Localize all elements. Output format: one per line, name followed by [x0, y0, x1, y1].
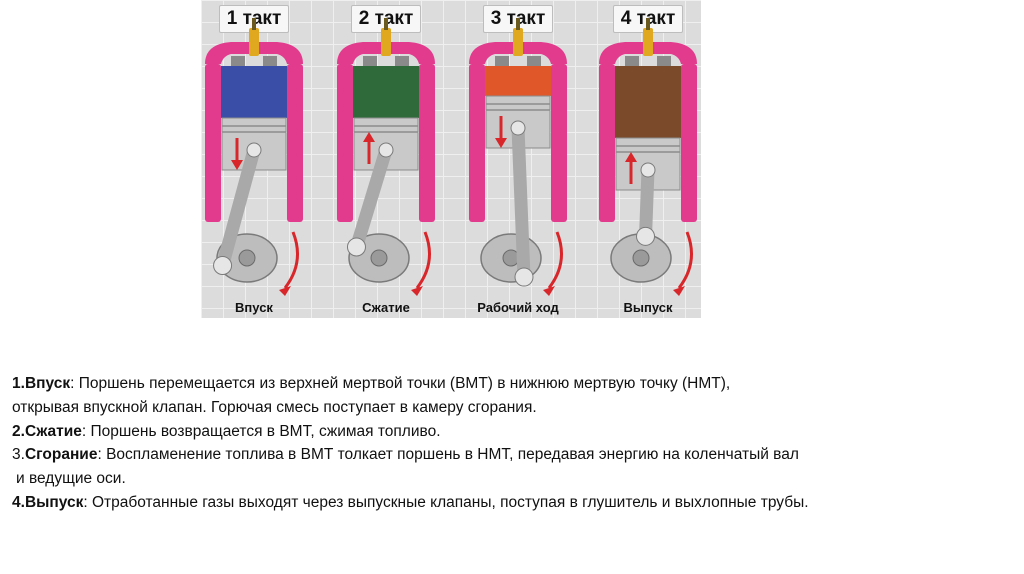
- piston-pin: [640, 162, 656, 178]
- intake-text-line2: открывая впускной клапан. Горючая смесь …: [12, 398, 537, 416]
- connecting-rod: [349, 143, 393, 254]
- compression-text: : Поршень возвращается в ВМТ, сжимая топ…: [81, 422, 441, 440]
- intake-text-line1: : Поршень перемещается из верхней мертво…: [70, 375, 731, 392]
- cylinder-wall-right: [287, 64, 303, 222]
- cylinder-illustration: [599, 18, 697, 296]
- rotation-arrow-head: [279, 286, 291, 296]
- piston-pin: [246, 142, 262, 158]
- cylinder-wall-left: [205, 64, 221, 222]
- exhaust-term: Выпуск: [24, 493, 84, 511]
- piston-pin: [378, 142, 394, 158]
- compression-term: Сжатие: [24, 422, 82, 440]
- combustion-description: 3.Сгорание: Воспламенение топлива в ВМТ …: [12, 443, 1012, 467]
- stroke-caption: Выпуск: [623, 300, 673, 315]
- crank-pin: [213, 256, 233, 276]
- rotation-arrow-head: [543, 286, 555, 296]
- spark-plug: [643, 28, 653, 56]
- intake-valve: [363, 56, 377, 66]
- crankshaft-axis: [370, 249, 388, 267]
- cylinder-illustration: [469, 18, 567, 296]
- rotation-arrow: [677, 231, 693, 289]
- compression-number: 2.: [12, 422, 25, 440]
- spark-plug-terminal: [252, 18, 256, 30]
- exhaust-number: 4.: [12, 493, 25, 511]
- connecting-rod: [639, 163, 655, 243]
- cylinder-wall-left: [599, 64, 615, 222]
- rotation-arrow: [415, 231, 431, 289]
- intake-number: 1.: [12, 375, 25, 392]
- intake-valve: [231, 56, 245, 66]
- cylinder-wall-right: [551, 64, 567, 222]
- spark-plug-terminal: [516, 18, 520, 30]
- combustion-text-line2: и ведущие оси.: [16, 470, 126, 488]
- spark-plug: [381, 28, 391, 56]
- strokes-description: 1.Впуск: Поршень перемещается из верхней…: [12, 372, 1012, 515]
- stroke-caption: Впуск: [235, 300, 273, 315]
- rotation-arrow-head: [411, 286, 423, 296]
- exhaust-text: : Отработанные газы выходят через выпуск…: [83, 493, 809, 511]
- combustion-term: Сгорание: [24, 446, 98, 464]
- cylinder-wall-right: [681, 64, 697, 222]
- intake-valve: [495, 56, 509, 66]
- intake-valve: [625, 56, 639, 66]
- exhaust-valve: [657, 56, 671, 66]
- cylinder-wall-left: [469, 64, 485, 222]
- intake-description: 1.Впуск: Поршень перемещается из верхней…: [12, 372, 1012, 396]
- rotation-arrow: [547, 231, 563, 289]
- compression-heading: 2.Сжатие: [12, 423, 82, 440]
- motion-arrow-head: [363, 132, 375, 142]
- stroke-caption: Рабочий ход: [477, 300, 559, 315]
- exhaust-valve: [395, 56, 409, 66]
- crankshaft-axis: [238, 249, 256, 267]
- motion-arrow-head: [625, 152, 637, 162]
- combustion-chamber-charge: [615, 66, 681, 138]
- crankshaft-axis: [632, 249, 650, 267]
- cylinder-wall-left: [337, 64, 353, 222]
- spark-plug: [513, 28, 523, 56]
- motion-arrow-head: [495, 138, 507, 148]
- rotation-arrow-head: [673, 286, 685, 296]
- connecting-rod: [216, 143, 261, 273]
- exhaust-description: 4.Выпуск: Отработанные газы выходят чере…: [12, 491, 1012, 515]
- spark-plug-terminal: [384, 18, 388, 30]
- stroke-panel-intake: 1 такт Впуск: [201, 0, 307, 318]
- exhaust-valve: [263, 56, 277, 66]
- cylinder-illustration: [205, 18, 303, 296]
- crank-pin: [636, 226, 656, 246]
- spark-plug-terminal: [646, 18, 650, 30]
- stroke-panel-power: 3 такт Рабочий ход: [465, 0, 571, 318]
- crank-pin: [346, 237, 366, 257]
- spark-plug: [249, 28, 259, 56]
- stroke-panel-exhaust: 4 такт Выпуск: [595, 0, 701, 318]
- combustion-number: 3.: [12, 446, 25, 464]
- stroke-caption: Сжатие: [362, 300, 410, 315]
- intake-heading: 1.Впуск: [12, 375, 70, 392]
- four-stroke-engine-diagram: 1 такт Впуск 2 такт Сжатие 3 такт Рабочи…: [201, 0, 701, 318]
- cylinder-illustration: [337, 18, 435, 296]
- intake-term: Впуск: [24, 375, 71, 392]
- stroke-panel-compression: 2 такт Сжатие: [333, 0, 439, 318]
- motion-arrow-head: [231, 160, 243, 170]
- combustion-text-line1: : Воспламенение топлива в ВМТ толкает по…: [97, 446, 799, 464]
- rotation-arrow: [283, 231, 299, 289]
- combustion-chamber-charge: [221, 66, 287, 118]
- piston-pin: [510, 120, 526, 136]
- crank-pin: [514, 267, 534, 287]
- connecting-rod: [511, 121, 531, 284]
- exhaust-heading: 4.Выпуск: [12, 494, 83, 511]
- exhaust-valve: [527, 56, 541, 66]
- cylinder-wall-right: [419, 64, 435, 222]
- combustion-chamber-charge: [353, 66, 419, 118]
- combustion-chamber-charge: [485, 66, 551, 96]
- compression-description: 2.Сжатие: Поршень возвращается в ВМТ, сж…: [12, 420, 1012, 444]
